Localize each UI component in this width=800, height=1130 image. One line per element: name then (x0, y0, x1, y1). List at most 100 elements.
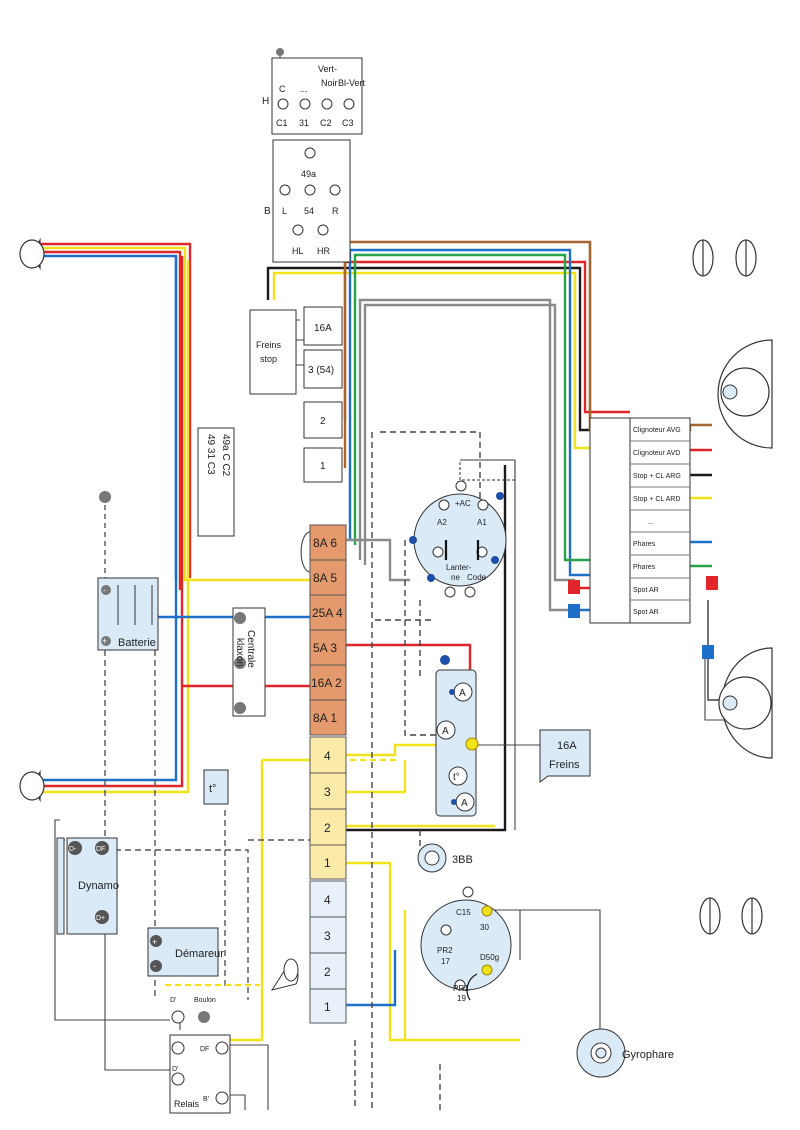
right-top-small-lamps (692, 239, 757, 277)
connector-h-c3: C3 (342, 118, 354, 128)
connector-h-bl-vert: Bl-Vert (338, 78, 366, 88)
label-freins: Freins (549, 759, 580, 771)
freins-stop-line2: stop (260, 354, 277, 364)
right-connector-phares-1: Phares (633, 541, 656, 548)
switch-mid-t: t° (453, 772, 460, 783)
connector-h-c: C (279, 84, 286, 94)
fuse-8a-1: 8A 1 (313, 711, 337, 725)
dynamo-dminus: D- (69, 846, 77, 853)
demareur-minus: - (153, 961, 156, 971)
connector-b: B 49a L 54 R HL HR (264, 139, 351, 263)
relais-label: Relais (174, 1099, 200, 1109)
right-connector-stop-cl-ard: Stop + CL ARD (633, 496, 680, 503)
small-fuse-1: 1 (320, 461, 326, 472)
fuse-block-blue: 4 3 2 1 (309, 880, 347, 1024)
rotated-label-line1: 49a C C2 (220, 434, 231, 477)
connector-h-c2: C2 (320, 118, 332, 128)
switch-top-a1: A1 (477, 518, 487, 527)
fuse-blue-4: 4 (324, 893, 331, 907)
connector-h-31: 31 (299, 118, 309, 128)
batterie-minus: - (103, 585, 106, 595)
right-connector: Clignoteur AVG Clignoteur AVD Stop + CL … (589, 417, 691, 624)
switch-top-code: Code (467, 573, 487, 582)
dynamo-dplus: D+ (96, 915, 105, 922)
demareur: + - Démareur (147, 927, 224, 977)
right-connector-spot-ar-2: Spot AR (633, 609, 659, 616)
right-upper-headlamp (717, 339, 773, 449)
fuse-blue-2: 2 (324, 965, 331, 979)
switch-bottom-c15: C15 (456, 908, 471, 917)
connector-h-vert: Vert- (318, 64, 337, 74)
fuse-block-cream: 4 3 2 1 (309, 736, 347, 880)
centrale-klaxon-line2: klaxon (234, 638, 245, 667)
connector-h-label: H (262, 96, 269, 107)
left-bottom-lamp (19, 769, 45, 803)
freins-stop-box: Freins stop (249, 309, 297, 395)
connector-h-c1: C1 (276, 118, 288, 128)
fuse-blue-1: 1 (324, 1000, 331, 1014)
switch-top-lanterne-a: Lanter- (446, 563, 472, 572)
label-16a: 16A (557, 740, 577, 752)
relais-d1: D' (170, 997, 176, 1004)
switch-mid-a3: A (461, 798, 468, 809)
batterie-label: Batterie (118, 637, 156, 649)
relais-d2: D' (172, 1066, 178, 1073)
fuse-cream-4: 4 (324, 749, 331, 763)
fuse-8a-6: 8A 6 (313, 536, 337, 550)
fuse-cream-2: 2 (324, 821, 331, 835)
right-bottom-small-lamps (699, 897, 763, 935)
switch-bottom-d50g: D50g (480, 953, 499, 962)
centrale-klaxon-line1: Centrale (245, 630, 256, 668)
dynamo-label: Dynamo (78, 880, 119, 892)
right-connector-dots: ... (648, 519, 654, 526)
blue-connector-square (568, 604, 580, 618)
temp-label: t° (209, 783, 216, 795)
small-fuse-3-54: 3 (54) (308, 365, 334, 376)
switch-mid-a2: A (442, 726, 449, 737)
connector-b-54: 54 (304, 206, 314, 216)
right-connector-spot-ar-1: Spot AR (633, 587, 659, 594)
switch-mid: A A t° A (435, 655, 479, 817)
gyrophare-label: Gyrophare (622, 1049, 674, 1061)
dynamo-df: DF (96, 846, 105, 853)
fuse-cream-1: 1 (324, 856, 331, 870)
fuse-16a-2: 16A 2 (311, 676, 342, 690)
temp-sensor: t° (203, 769, 229, 805)
batterie: - + Batterie (97, 491, 159, 651)
rotated-label-box: 49a C C2 49 31 C3 (197, 427, 235, 537)
demareur-plus: + (152, 937, 157, 947)
right-connector-clignoteur-avg: Clignoteur AVG (633, 427, 681, 434)
fuse-block-orange: 8A 6 8A 5 25A 4 5A 3 16A 2 8A 1 (309, 524, 347, 736)
switch-top-a2: A2 (437, 518, 447, 527)
relais-b: B' (203, 1096, 209, 1103)
left-top-lamp (19, 237, 45, 271)
demareur-label: Démareur (175, 948, 224, 960)
small-fuse-16a: 16A (314, 323, 332, 334)
switch-bottom-30: 30 (480, 923, 489, 932)
component-3bb: 3BB (417, 843, 473, 873)
centrale-klaxon: Centrale klaxon (232, 607, 266, 717)
fuse-5a-3: 5A 3 (313, 641, 337, 655)
batterie-plus: + (102, 636, 107, 646)
connector-b-r: R (332, 206, 339, 216)
switch-top-ac: +AC (455, 499, 471, 508)
connector-b-hl: HL (292, 246, 304, 256)
fuse-blue-3: 3 (324, 929, 331, 943)
right-connector-phares-2: Phares (633, 564, 656, 571)
switch-bottom-17: 17 (441, 957, 450, 966)
connector-h: H C ... Vert- Noir Bl-Vert C1 31 C2 C3 (262, 48, 366, 135)
fuse-8a-5: 8A 5 (313, 571, 337, 585)
fuse-block: 8A 6 8A 5 25A 4 5A 3 16A 2 8A 1 4 3 2 1 … (300, 524, 347, 1024)
dynamo: D- DF D+ Dynamo (56, 837, 119, 935)
right-connector-clignoteur-avd: Clignoteur AVD (633, 450, 680, 457)
relais: D' Boulon DF D' B' Relais (169, 997, 231, 1114)
fuse-cream-3: 3 (324, 785, 331, 799)
connector-h-dots: ... (300, 84, 308, 94)
label-16a-freins: 16A Freins (539, 729, 591, 783)
horn-icon (270, 958, 299, 991)
small-fuse-2: 2 (320, 416, 326, 427)
red-connector-square-right (706, 576, 718, 590)
switch-top: +AC A2 A1 Lanter- ne Code (409, 459, 516, 598)
connector-h-noir: Noir (321, 78, 338, 88)
connector-b-49a: 49a (301, 169, 316, 179)
